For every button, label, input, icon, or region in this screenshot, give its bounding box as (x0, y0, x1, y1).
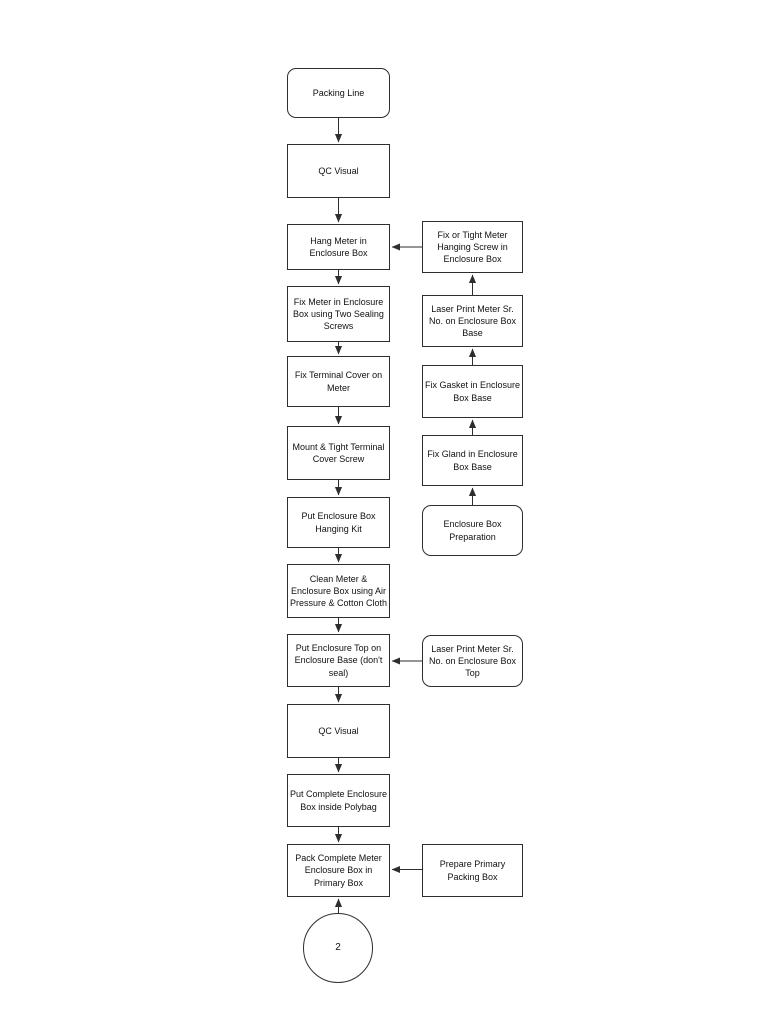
node-fix-meter-sealing-screws: Fix Meter in Enclosure Box using Two Sea… (287, 286, 390, 342)
node-qc-visual-2: QC Visual (287, 704, 390, 758)
node-polybag: Put Complete Enclosure Box inside Polyba… (287, 774, 390, 827)
node-hang-meter: Hang Meter in Enclosure Box (287, 224, 390, 270)
node-fix-terminal-cover: Fix Terminal Cover on Meter (287, 356, 390, 407)
node-mount-tight-screw: Mount & Tight Terminal Cover Screw (287, 426, 390, 480)
node-enclosure-box-preparation: Enclosure Box Preparation (422, 505, 523, 556)
node-clean-meter: Clean Meter & Enclosure Box using Air Pr… (287, 564, 390, 618)
node-fix-gasket: Fix Gasket in Enclosure Box Base (422, 365, 523, 418)
node-qc-visual-1: QC Visual (287, 144, 390, 198)
node-laser-print-top: Laser Print Meter Sr. No. on Enclosure B… (422, 635, 523, 687)
node-prepare-primary-packing-box: Prepare Primary Packing Box (422, 844, 523, 897)
node-hanging-kit: Put Enclosure Box Hanging Kit (287, 497, 390, 548)
node-fix-gland: Fix Gland in Enclosure Box Base (422, 435, 523, 486)
node-fix-or-tight-hanging-screw: Fix or Tight Meter Hanging Screw in Encl… (422, 221, 523, 273)
node-off-page-connector-2: 2 (303, 913, 373, 983)
node-put-enclosure-top: Put Enclosure Top on Enclosure Base (don… (287, 634, 390, 687)
node-pack-primary-box: Pack Complete Meter Enclosure Box in Pri… (287, 844, 390, 897)
node-packing-line: Packing Line (287, 68, 390, 118)
node-laser-print-base: Laser Print Meter Sr. No. on Enclosure B… (422, 295, 523, 347)
